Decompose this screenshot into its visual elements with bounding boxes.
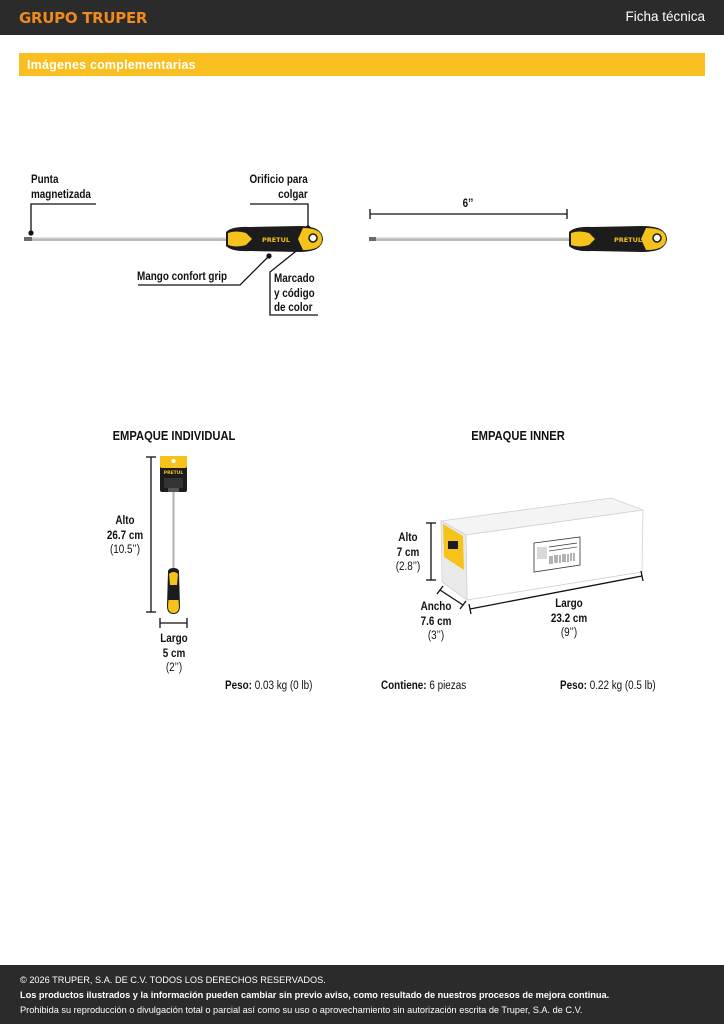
individual-package-title: EMPAQUE INDIVIDUAL [112,428,236,443]
inner-package-illustration [426,497,644,615]
handle-brand-text-2: PRETUL [614,236,642,244]
screwdriver-annotated-illustration: PRETUL [24,203,323,316]
inner-width-label: Ancho 7.6 cm (3’’) [420,601,452,642]
inner-length-label: Largo 23.2 cm (9’’) [550,598,588,639]
page-footer: © 2026 TRUPER, S.A. DE C.V. TODOS LOS DE… [0,965,724,1024]
section-title: Imágenes complementarias [27,58,196,72]
individual-weight: Peso: 0.03 kg (0 lb) [225,680,313,692]
footer-notice: Los productos ilustrados y la informació… [20,990,610,1000]
tip-label: Punta magnetizada [31,174,91,201]
inner-package-title: EMPAQUE INNER [471,428,565,443]
length-dimension-label: 6’’ [462,198,474,210]
individual-height-label: Alto 26.7 cm (10.5’’) [106,515,144,556]
handle-brand-text: PRETUL [262,236,290,244]
page-header: GRUPO TRUPER Ficha técnica [0,0,724,35]
color-code-label: Marcado y código de color [274,273,315,314]
document-type: Ficha técnica [625,9,705,24]
grip-label: Mango confort grip [137,271,228,283]
footer-copyright: © 2026 TRUPER, S.A. DE C.V. TODOS LOS DE… [20,975,326,985]
brand-logo: GRUPO TRUPER [19,9,148,27]
section-bar: Imágenes complementarias [19,53,705,76]
individual-package-illustration: PRETUL [146,456,188,628]
inner-height-label: Alto 7 cm (2.8’’) [395,532,421,573]
screwdriver-length-illustration: PRETUL [369,209,667,252]
footer-legal: Prohibida su reproducción o divulgación … [20,1005,583,1015]
inner-contains: Contiene: 6 piezas [381,680,467,692]
individual-length-label: Largo 5 cm (2’’) [160,633,188,674]
card-brand-text: PRETUL [164,470,184,476]
hang-hole-label: Orificio para colgar [249,174,308,201]
inner-weight: Peso: 0.22 kg (0.5 lb) [560,680,656,692]
